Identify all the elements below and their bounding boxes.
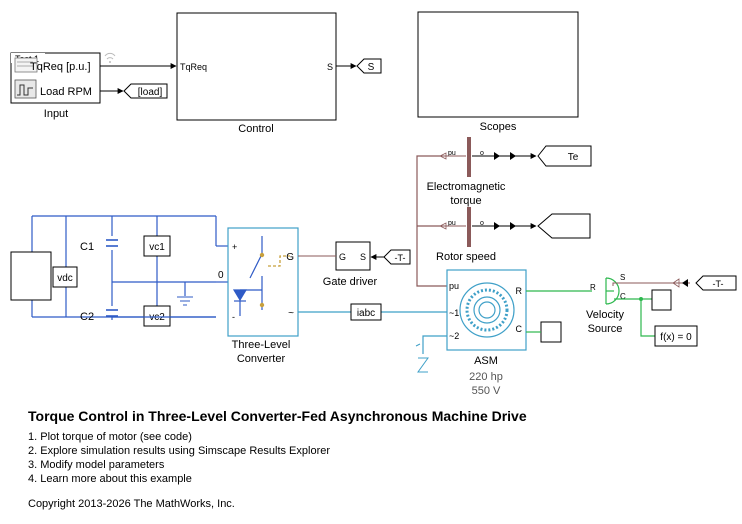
asm-power: 220 hp (469, 371, 503, 383)
svg-text:S: S (368, 62, 375, 73)
converter-label-2: Converter (237, 353, 286, 365)
svg-text:o: o (480, 220, 484, 227)
asm-voltage: 550 V (472, 385, 501, 397)
c2-label: C2 (80, 311, 94, 323)
svg-text:G: G (339, 252, 346, 262)
capacitor-c1[interactable] (106, 239, 118, 247)
svg-text:R: R (516, 286, 523, 296)
goto-load[interactable]: [load] (123, 83, 168, 99)
svg-text:C: C (620, 292, 626, 301)
svg-text:[load]: [load] (138, 87, 163, 98)
input-block[interactable]: Test 1 TqReq [p.u.] Load RPM Input (10, 52, 116, 120)
svg-text:S: S (620, 273, 625, 282)
svg-text:-: - (232, 312, 235, 322)
goto-s[interactable]: S (356, 58, 382, 74)
svg-text:R: R (590, 283, 596, 292)
line-t-velocity (612, 282, 690, 286)
svg-text:~: ~ (288, 308, 294, 319)
copyright: Copyright 2013-2026 The MathWorks, Inc. (28, 498, 235, 510)
from-t-gate[interactable]: -T- (383, 249, 411, 265)
torque-converter-block[interactable]: pu o Electromagnetic torque (427, 137, 506, 207)
tablet-icon (14, 57, 38, 73)
control-port-s: S (327, 62, 333, 72)
from-t-velocity[interactable]: -T- (695, 275, 737, 291)
svg-text:pu: pu (448, 220, 456, 227)
control-port-tqreq: TqReq (180, 62, 207, 72)
rotor-speed-block[interactable]: pu o Rotor speed (436, 207, 496, 263)
three-level-converter-block[interactable]: + 0 - G ~ Three-Level Converter (218, 227, 299, 365)
rotor-output-arrows (494, 222, 516, 230)
svg-text:pu: pu (448, 150, 456, 157)
svg-text:o: o (480, 150, 484, 157)
line-velocity-c (614, 298, 655, 337)
step-3-link[interactable]: 3. Modify model parameters (28, 459, 165, 471)
torque-output-arrows (494, 152, 516, 160)
step-1-link[interactable]: 1. Plot torque of motor (see code) (28, 431, 192, 443)
svg-text:-T-: -T- (713, 279, 724, 289)
velocity-label-2: Source (588, 323, 623, 335)
model-title: Torque Control in Three-Level Converter-… (28, 408, 527, 424)
svg-text:0: 0 (218, 270, 224, 281)
svg-text:+: + (232, 242, 237, 252)
svg-text:pu: pu (449, 281, 459, 291)
svg-text:~1: ~1 (449, 308, 459, 318)
control-label: Control (238, 123, 273, 135)
svg-text:S: S (360, 252, 366, 262)
svg-text:~2: ~2 (449, 331, 459, 341)
input-port-load-rpm: Load RPM (40, 86, 92, 98)
gate-driver-block[interactable]: G S Gate driver (323, 241, 378, 288)
svg-text:vc1: vc1 (149, 242, 165, 253)
svg-text:iabc: iabc (357, 308, 375, 319)
step-2-link[interactable]: 2. Explore simulation results using Sims… (28, 445, 331, 457)
converter-label-1: Three-Level (232, 339, 291, 351)
gate-dashed-link (268, 255, 290, 267)
control-block[interactable]: TqReq S Control (176, 12, 337, 135)
goto-te[interactable]: Te (537, 145, 592, 167)
signal-builder-icon (14, 79, 37, 99)
svg-text:f(x) = 0: f(x) = 0 (660, 332, 692, 343)
velocity-label-1: Velocity (586, 309, 624, 321)
step-4-link[interactable]: 4. Learn more about this example (28, 473, 192, 485)
rotor-speed-label: Rotor speed (436, 251, 496, 263)
scopes-label: Scopes (480, 121, 517, 133)
solver-config-block[interactable]: f(x) = 0 (654, 325, 698, 347)
svg-text:C: C (516, 324, 523, 334)
scopes-block[interactable]: Scopes (417, 11, 579, 133)
ground-icon (177, 296, 193, 306)
iabc-sensor[interactable]: iabc (350, 303, 382, 321)
capacitor-c2[interactable] (106, 309, 118, 317)
svg-text:vdc: vdc (57, 273, 73, 284)
vc1-sensor[interactable]: vc1 (143, 235, 171, 257)
neutral-ground-icon (415, 343, 429, 373)
asm-label: ASM (474, 355, 498, 367)
gate-driver-label: Gate driver (323, 276, 378, 288)
switch-icon (232, 236, 263, 316)
torque-label-1: Electromagnetic (427, 181, 506, 193)
goto-rotor-speed[interactable] (537, 213, 591, 239)
svg-text:Te: Te (568, 152, 579, 163)
wireless-icon (104, 52, 116, 63)
svg-text:G: G (286, 252, 294, 263)
vdc-sensor[interactable]: vdc (52, 266, 78, 288)
input-port-tqreq: TqReq [p.u.] (30, 61, 91, 73)
vc2-sensor[interactable]: vc2 (143, 305, 171, 327)
asm-c-terminal[interactable] (540, 321, 562, 343)
torque-label-2: torque (450, 195, 481, 207)
mech-reference-block[interactable] (651, 289, 672, 311)
line-ps-torque (416, 155, 447, 287)
velocity-source-block[interactable]: R S C Velocity Source (586, 273, 626, 335)
velocity-input-arrows (672, 278, 688, 288)
dc-source-block[interactable] (10, 251, 52, 301)
svg-text:-T-: -T- (395, 253, 406, 263)
input-label: Input (44, 108, 68, 120)
c1-label: C1 (80, 241, 94, 253)
asm-block[interactable]: pu ~1 ~2 R C ASM 220 hp 550 V (446, 269, 527, 397)
motor-icon (459, 282, 515, 338)
